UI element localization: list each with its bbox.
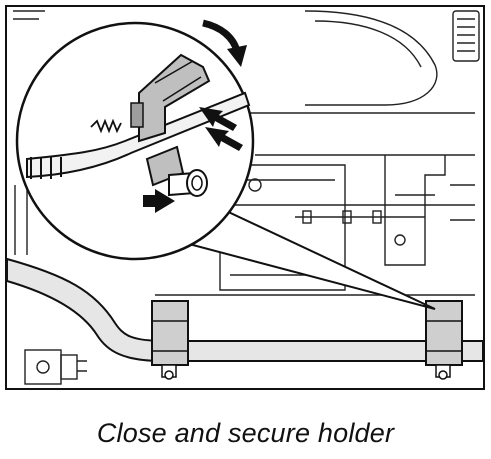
bar-holder-left: [151, 300, 189, 380]
figure-caption: Close and secure holder: [96, 418, 395, 448]
push-arrow-icon: [143, 107, 243, 213]
rotation-arrow-icon: [202, 19, 247, 67]
technical-illustration: [5, 5, 485, 390]
bar-holder-right: [425, 300, 463, 380]
magnifier-callout-icon: [15, 21, 255, 261]
stabilizer-bar: [6, 257, 484, 362]
